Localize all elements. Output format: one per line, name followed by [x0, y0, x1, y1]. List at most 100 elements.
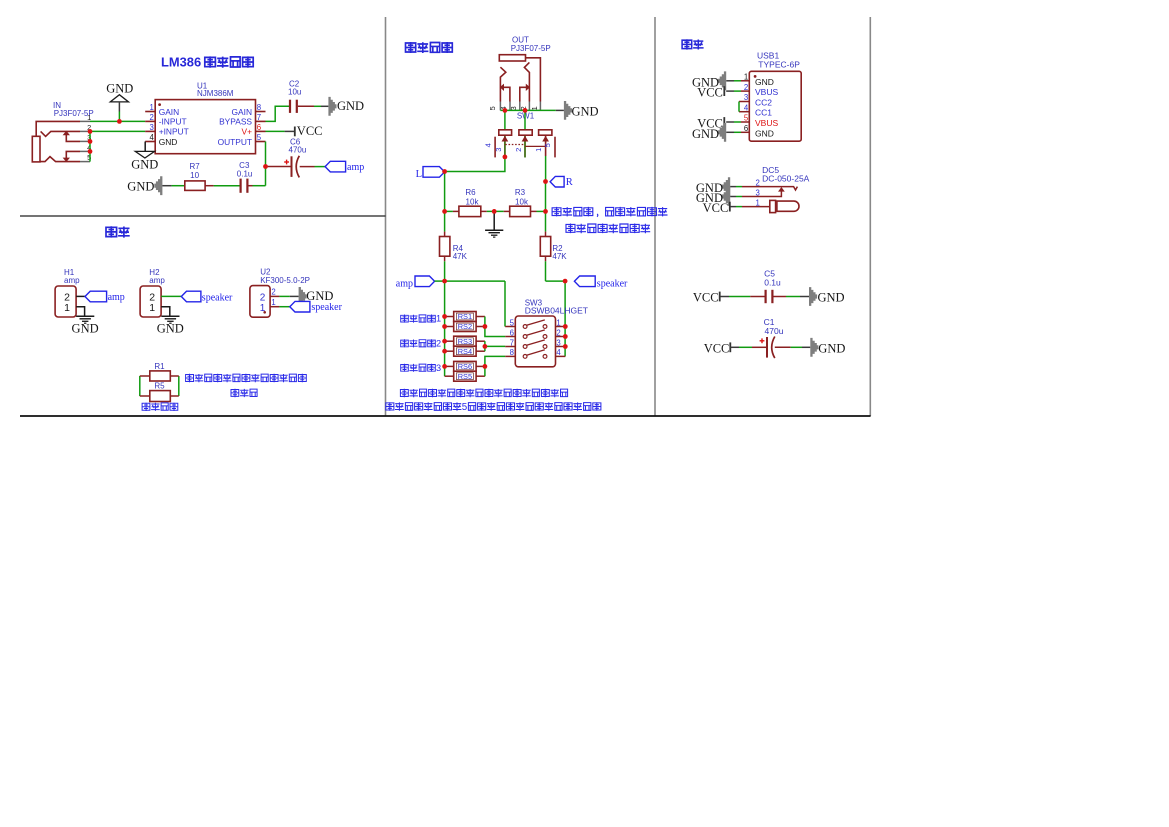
svg-text:IN: IN [53, 101, 61, 110]
svg-text:RS1: RS1 [458, 312, 472, 321]
svg-text:H1: H1 [64, 268, 75, 277]
svg-text:3: 3 [436, 363, 441, 373]
svg-text:VCC: VCC [297, 124, 323, 138]
svg-text:SW1: SW1 [517, 112, 535, 121]
svg-text:1: 1 [87, 113, 91, 122]
svg-text:speaker: speaker [202, 292, 233, 303]
svg-text:1: 1 [556, 318, 560, 327]
svg-text:R4: R4 [453, 244, 464, 253]
svg-text:NJM386M: NJM386M [197, 89, 234, 98]
svg-text:GAIN: GAIN [159, 107, 179, 117]
svg-text:1: 1 [530, 106, 539, 110]
svg-text:GND: GND [106, 81, 133, 95]
svg-text:C5: C5 [764, 269, 775, 279]
svg-text:GND: GND [131, 157, 158, 171]
svg-text:8: 8 [257, 103, 261, 112]
svg-text:U1: U1 [197, 82, 208, 91]
svg-text:1: 1 [64, 302, 70, 314]
svg-text:2: 2 [149, 291, 155, 303]
svg-text:6: 6 [744, 124, 748, 133]
svg-text:GND: GND [157, 321, 184, 335]
svg-text:10: 10 [190, 171, 199, 180]
svg-text:DSWB04LHGET: DSWB04LHGET [525, 306, 588, 316]
svg-text:8: 8 [510, 348, 514, 357]
svg-text:R6: R6 [465, 188, 476, 197]
svg-text:GND: GND [692, 127, 719, 141]
svg-text:2: 2 [519, 106, 528, 110]
svg-text:BYPASS: BYPASS [219, 117, 252, 127]
svg-text:GND: GND [337, 99, 364, 113]
svg-text:3: 3 [494, 148, 503, 152]
svg-text:+INPUT: +INPUT [159, 127, 189, 137]
svg-text:USB1: USB1 [757, 51, 779, 61]
svg-text:GND: GND [159, 137, 178, 147]
svg-text:U2: U2 [260, 268, 271, 277]
svg-text:TYPEC-6P: TYPEC-6P [758, 60, 800, 70]
svg-text:1: 1 [534, 148, 543, 152]
svg-text:5: 5 [87, 153, 91, 162]
svg-text:10u: 10u [288, 87, 301, 96]
svg-text:GAIN: GAIN [232, 107, 252, 117]
svg-text:OUTPUT: OUTPUT [218, 137, 252, 147]
svg-text:3: 3 [509, 106, 518, 110]
svg-text:0.1u: 0.1u [237, 169, 253, 178]
svg-text:C3: C3 [239, 161, 250, 170]
svg-text:3: 3 [149, 123, 153, 132]
svg-text:2: 2 [514, 148, 523, 152]
svg-text:VBUS: VBUS [755, 118, 778, 128]
svg-text:2: 2 [260, 292, 266, 303]
svg-text:2: 2 [436, 339, 441, 349]
svg-text:1: 1 [271, 298, 275, 307]
svg-text:PJ3F07-5P: PJ3F07-5P [54, 109, 94, 118]
svg-text:C1: C1 [764, 317, 775, 327]
svg-text:7: 7 [257, 113, 261, 122]
svg-text:1: 1 [149, 302, 155, 314]
svg-text:DC-050-25A: DC-050-25A [762, 174, 810, 184]
svg-text:amp: amp [347, 162, 364, 173]
svg-text:GND: GND [72, 321, 99, 335]
svg-text:GND: GND [306, 289, 333, 303]
svg-text:3: 3 [556, 338, 560, 347]
svg-text:CC1: CC1 [755, 108, 772, 118]
svg-text:0.1u: 0.1u [764, 277, 781, 287]
svg-text:10k: 10k [515, 197, 529, 206]
svg-text:GND: GND [755, 128, 774, 138]
svg-text:-INPUT: -INPUT [159, 117, 187, 127]
svg-text:amp: amp [396, 278, 413, 289]
svg-text:RS5: RS5 [458, 372, 472, 381]
svg-text:3: 3 [755, 188, 759, 197]
svg-text:CC2: CC2 [755, 98, 772, 108]
svg-text:10k: 10k [466, 197, 480, 206]
svg-text:2: 2 [556, 328, 560, 337]
svg-text:GND: GND [127, 180, 154, 194]
svg-text:2: 2 [744, 83, 748, 92]
svg-text:PJ3F07-5P: PJ3F07-5P [511, 44, 551, 53]
svg-text:1: 1 [755, 198, 759, 207]
svg-text:SW3: SW3 [525, 298, 543, 307]
svg-text:R2: R2 [552, 244, 563, 253]
svg-text:RS3: RS3 [458, 337, 472, 346]
svg-text:GND: GND [696, 181, 723, 195]
svg-text:VCC: VCC [693, 291, 719, 305]
svg-text:5: 5 [257, 133, 262, 142]
svg-text:amp: amp [64, 276, 80, 285]
svg-text:VCC: VCC [703, 201, 729, 215]
svg-text:VCC: VCC [697, 117, 723, 131]
svg-text:GND: GND [696, 191, 723, 205]
svg-text:2: 2 [64, 291, 70, 303]
svg-text:6: 6 [510, 328, 514, 337]
svg-text:speaker: speaker [311, 302, 342, 313]
svg-text:R: R [566, 177, 573, 188]
svg-text:4: 4 [149, 133, 154, 142]
svg-text:2: 2 [149, 113, 153, 122]
svg-text:4: 4 [87, 143, 91, 152]
svg-text:47K: 47K [453, 252, 468, 261]
svg-text:R5: R5 [154, 382, 165, 391]
svg-text:6: 6 [257, 123, 261, 132]
svg-text:speaker: speaker [597, 278, 628, 289]
svg-text:470u: 470u [765, 326, 784, 336]
svg-text:5: 5 [744, 114, 749, 123]
svg-text:1: 1 [436, 314, 441, 324]
svg-text:GND: GND [692, 75, 719, 89]
svg-text:KF300-5.0-2P: KF300-5.0-2P [260, 276, 310, 285]
